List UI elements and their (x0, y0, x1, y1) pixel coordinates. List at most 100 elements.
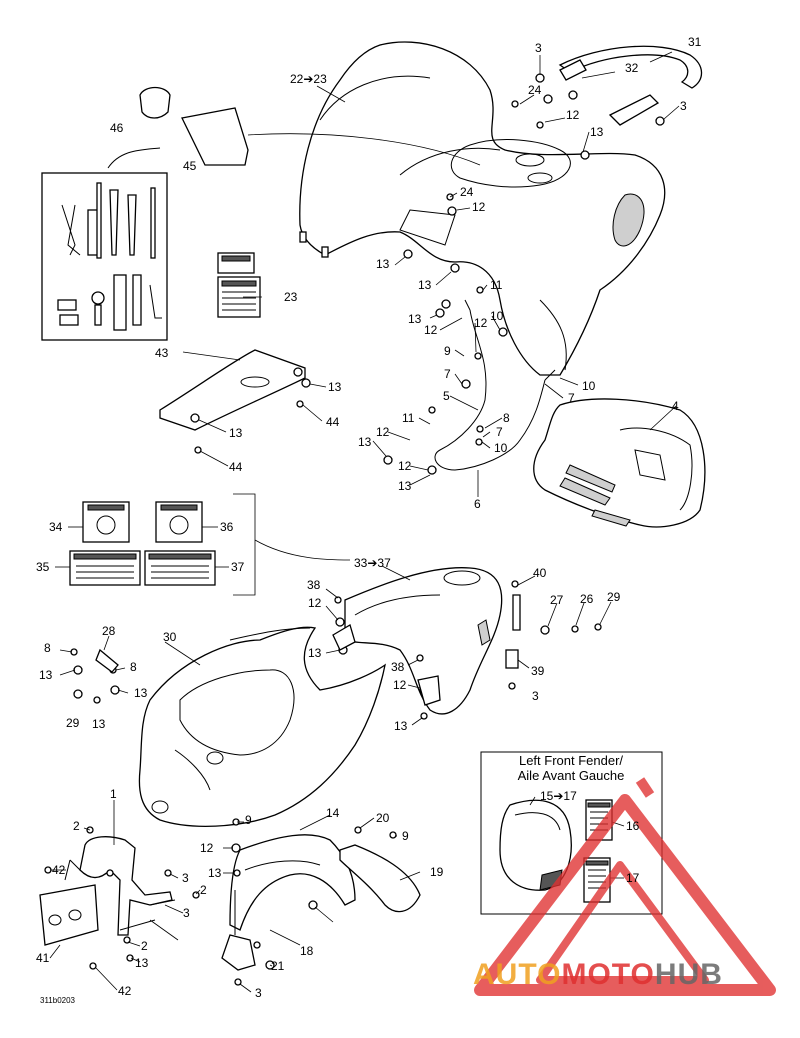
callout: 11 (490, 278, 503, 292)
callout: 42 (118, 984, 132, 998)
callout: 9 (402, 829, 409, 843)
rear-rack-bar (558, 45, 703, 126)
callout: 29 (66, 716, 80, 730)
callout: 13 (92, 717, 106, 731)
front-bumper (39, 836, 176, 946)
callout: 6 (474, 497, 481, 511)
callout: 2 (73, 819, 80, 833)
callout: 9 (444, 344, 451, 358)
callout: 21 (271, 959, 285, 973)
callout: 12 (393, 678, 407, 692)
callout: 8 (130, 660, 137, 674)
tool-kit (41, 147, 168, 341)
callout: 17 (626, 871, 640, 885)
callout: 7 (568, 391, 575, 405)
callout: 12 (376, 425, 390, 439)
leader-lines (49, 51, 680, 993)
callout: 7 (444, 367, 451, 381)
callout: 11 (402, 411, 415, 425)
callout: 34 (49, 520, 63, 534)
inset-title-fr: Aile Avant Gauche (518, 768, 625, 783)
callout: 12 (566, 108, 580, 122)
watermark-auto: AUTO (473, 958, 561, 991)
rear-fender (299, 41, 666, 376)
callout: 31 (688, 35, 702, 49)
callout: 13 (394, 719, 408, 733)
callout: 13 (328, 380, 342, 394)
callout: 23 (284, 290, 298, 304)
callout: 3 (255, 986, 262, 1000)
callout: 2 (141, 939, 148, 953)
callout: 14 (326, 806, 340, 820)
callout: 8 (503, 411, 510, 425)
callout-labels: 31 3 32 22➔23 24 12 13 3 46 45 24 12 13 … (36, 35, 702, 1000)
callout: 9 (245, 813, 252, 827)
callout: 37 (231, 560, 245, 574)
callout: 27 (550, 593, 564, 607)
decal-set-34-37 (69, 493, 351, 596)
skid-plate (159, 349, 306, 431)
front-fender (344, 567, 503, 715)
callout: 13 (135, 956, 149, 970)
callout: 13 (358, 435, 372, 449)
callout: 13 (376, 257, 390, 271)
callout: 13 (418, 278, 432, 292)
callout: 3 (535, 41, 542, 55)
drawing-code: 311b0203 (40, 996, 76, 1005)
callout: 40 (533, 566, 547, 580)
callout: 13 (398, 479, 412, 493)
callout: 12 (472, 200, 486, 214)
callout: 44 (229, 460, 243, 474)
callout: 12 (308, 596, 322, 610)
callout: 39 (531, 664, 545, 678)
callout: 3 (680, 99, 687, 113)
callout: 13 (39, 668, 53, 682)
callout: 3 (532, 689, 539, 703)
callout: 36 (220, 520, 234, 534)
callout: 7 (496, 425, 503, 439)
front-inner-fender (221, 834, 421, 971)
callout: 41 (36, 951, 50, 965)
callout: 46 (110, 121, 124, 135)
callout: 13 (134, 686, 148, 700)
rear-storage-box (533, 398, 706, 528)
callout: 10 (490, 309, 504, 323)
callout: 5 (443, 389, 450, 403)
callout: 13 (408, 312, 422, 326)
callout: 42 (52, 863, 66, 877)
callout: 19 (430, 865, 444, 879)
callout: 3 (183, 906, 190, 920)
callout: 44 (326, 415, 340, 429)
callout: 33➔37 (354, 556, 391, 570)
callout: 22➔23 (290, 72, 327, 86)
decal-set-23 (217, 252, 261, 318)
callout: 32 (625, 61, 639, 75)
callout: 10 (582, 379, 596, 393)
watermark-logo (474, 777, 776, 996)
callout: 13 (590, 125, 604, 139)
callout: 18 (300, 944, 314, 958)
callout: 12 (474, 316, 488, 330)
watermark-moto: MOTO (561, 958, 654, 991)
callout: 12 (200, 841, 214, 855)
callout: 13 (208, 866, 222, 880)
callout: 2 (200, 883, 207, 897)
callout: 12 (424, 323, 438, 337)
callout: 43 (155, 346, 169, 360)
tool-pouch (181, 107, 249, 166)
callout: 3 (182, 871, 189, 885)
callout: 28 (102, 624, 116, 638)
callout: 20 (376, 811, 390, 825)
callout: 4 (672, 399, 679, 413)
callout: 16 (626, 819, 640, 833)
front-body-panel (138, 626, 386, 827)
callout: 12 (398, 459, 412, 473)
watermark-text: AUTOMOTOHUB (473, 958, 723, 991)
callout: 1 (110, 787, 117, 801)
inset-title-en: Left Front Fender/ (519, 753, 623, 768)
callout: 24 (528, 83, 542, 97)
callout: 15➔17 (540, 789, 577, 803)
callout: 29 (607, 590, 621, 604)
callout: 45 (183, 159, 197, 173)
